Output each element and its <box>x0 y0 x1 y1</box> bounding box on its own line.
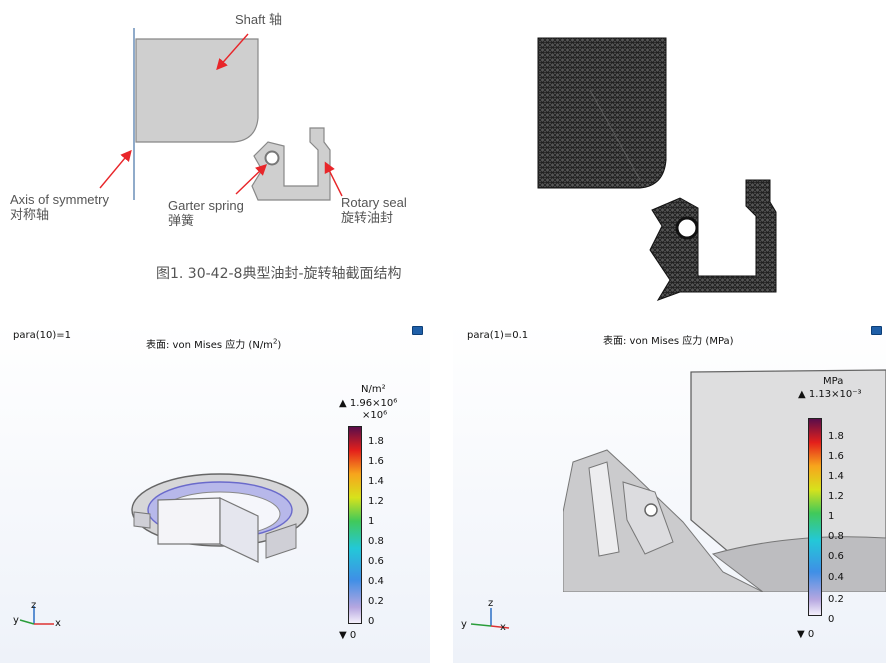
axis-y-label: y <box>13 615 19 626</box>
unit-label: MPa <box>823 376 844 387</box>
shaft-label: Shaft 轴 <box>235 12 282 27</box>
tick-label: 0.2 <box>368 596 384 607</box>
camera-icon[interactable] <box>871 326 882 335</box>
axis-label-cn: 对称轴 <box>10 207 50 222</box>
tick-label: 1.2 <box>368 496 384 507</box>
tick-label: 0 <box>828 614 835 625</box>
tick-label: 1.6 <box>368 456 384 467</box>
axis-x-label: x <box>500 622 506 633</box>
tick-label: 0.2 <box>828 594 844 605</box>
tick-label: 1 <box>368 516 375 527</box>
tick-label: 1.4 <box>828 471 844 482</box>
axis-triad <box>470 608 510 629</box>
unit-label: N/m² <box>361 384 386 395</box>
colorbar <box>808 418 822 616</box>
tick-label: 0.8 <box>828 531 844 542</box>
seal-mesh <box>649 179 777 301</box>
figure-caption: 图1. 30-42-8典型油封-旋转轴截面结构 <box>156 266 402 282</box>
stress-plot-left: para(10)=1 表面: von Mises 应力 (N/m2) N/m² … <box>0 322 430 663</box>
plot-title: 表面: von Mises 应力 (MPa) <box>603 336 734 347</box>
axis-label-en: Axis of symmetry <box>10 192 109 207</box>
tick-label: 0.4 <box>828 572 844 583</box>
rotary-seal-shape <box>251 127 331 201</box>
tick-label: 1 <box>828 511 835 522</box>
spring-mesh <box>675 216 699 240</box>
camera-icon[interactable] <box>412 326 423 335</box>
garter-spring-shape <box>264 150 280 166</box>
axis-y-label: y <box>461 619 467 630</box>
tick-label: 0 <box>368 616 375 627</box>
axis-z-label: z <box>488 598 494 609</box>
spring-label-cn: 弹簧 <box>168 213 195 228</box>
seal-arrow <box>324 161 343 197</box>
shaft-shape <box>135 38 259 143</box>
plot-title: 表面: von Mises 应力 (N/m2) <box>146 337 282 351</box>
colorbar <box>348 426 362 624</box>
tick-label: 0.8 <box>368 536 384 547</box>
max-label: ▲ 1.96×10⁶ <box>339 398 398 409</box>
spring-label-en: Garter spring <box>168 198 244 213</box>
axis-triad <box>19 606 54 625</box>
spring-arrow <box>235 164 268 195</box>
tick-label: 0.4 <box>368 576 384 587</box>
tick-label: 0.6 <box>828 551 844 562</box>
min-label: ▼ 0 <box>339 630 357 641</box>
tick-label: 0.6 <box>368 556 384 567</box>
seal-closeup-view <box>563 369 886 592</box>
axis-z-label: z <box>31 600 37 611</box>
seal-label-en: Rotary seal <box>341 195 407 210</box>
param-label: para(1)=0.1 <box>467 330 529 341</box>
param-label: para(10)=1 <box>13 330 71 341</box>
scale-factor: ×10⁶ <box>362 410 388 421</box>
seal-label-cn: 旋转油封 <box>341 210 394 225</box>
tick-label: 1.6 <box>828 451 844 462</box>
tick-label: 1.2 <box>828 491 844 502</box>
axis-arrow <box>99 149 132 189</box>
max-label: ▲ 1.13×10⁻³ <box>798 389 862 400</box>
seal-cross-section-diagram <box>99 28 343 201</box>
min-label: ▼ 0 <box>797 629 815 640</box>
mesh-view <box>537 37 777 301</box>
axis-x-label: x <box>55 618 61 629</box>
tick-label: 1.8 <box>828 431 844 442</box>
shaft-mesh <box>537 37 667 189</box>
shaft-arrow <box>216 33 249 71</box>
tick-label: 1.4 <box>368 476 384 487</box>
tick-label: 1.8 <box>368 436 384 447</box>
stress-plot-right: para(1)=0.1 表面: von Mises 应力 (MPa) MPa ▲… <box>453 322 886 663</box>
seal-3d-view <box>131 473 309 563</box>
